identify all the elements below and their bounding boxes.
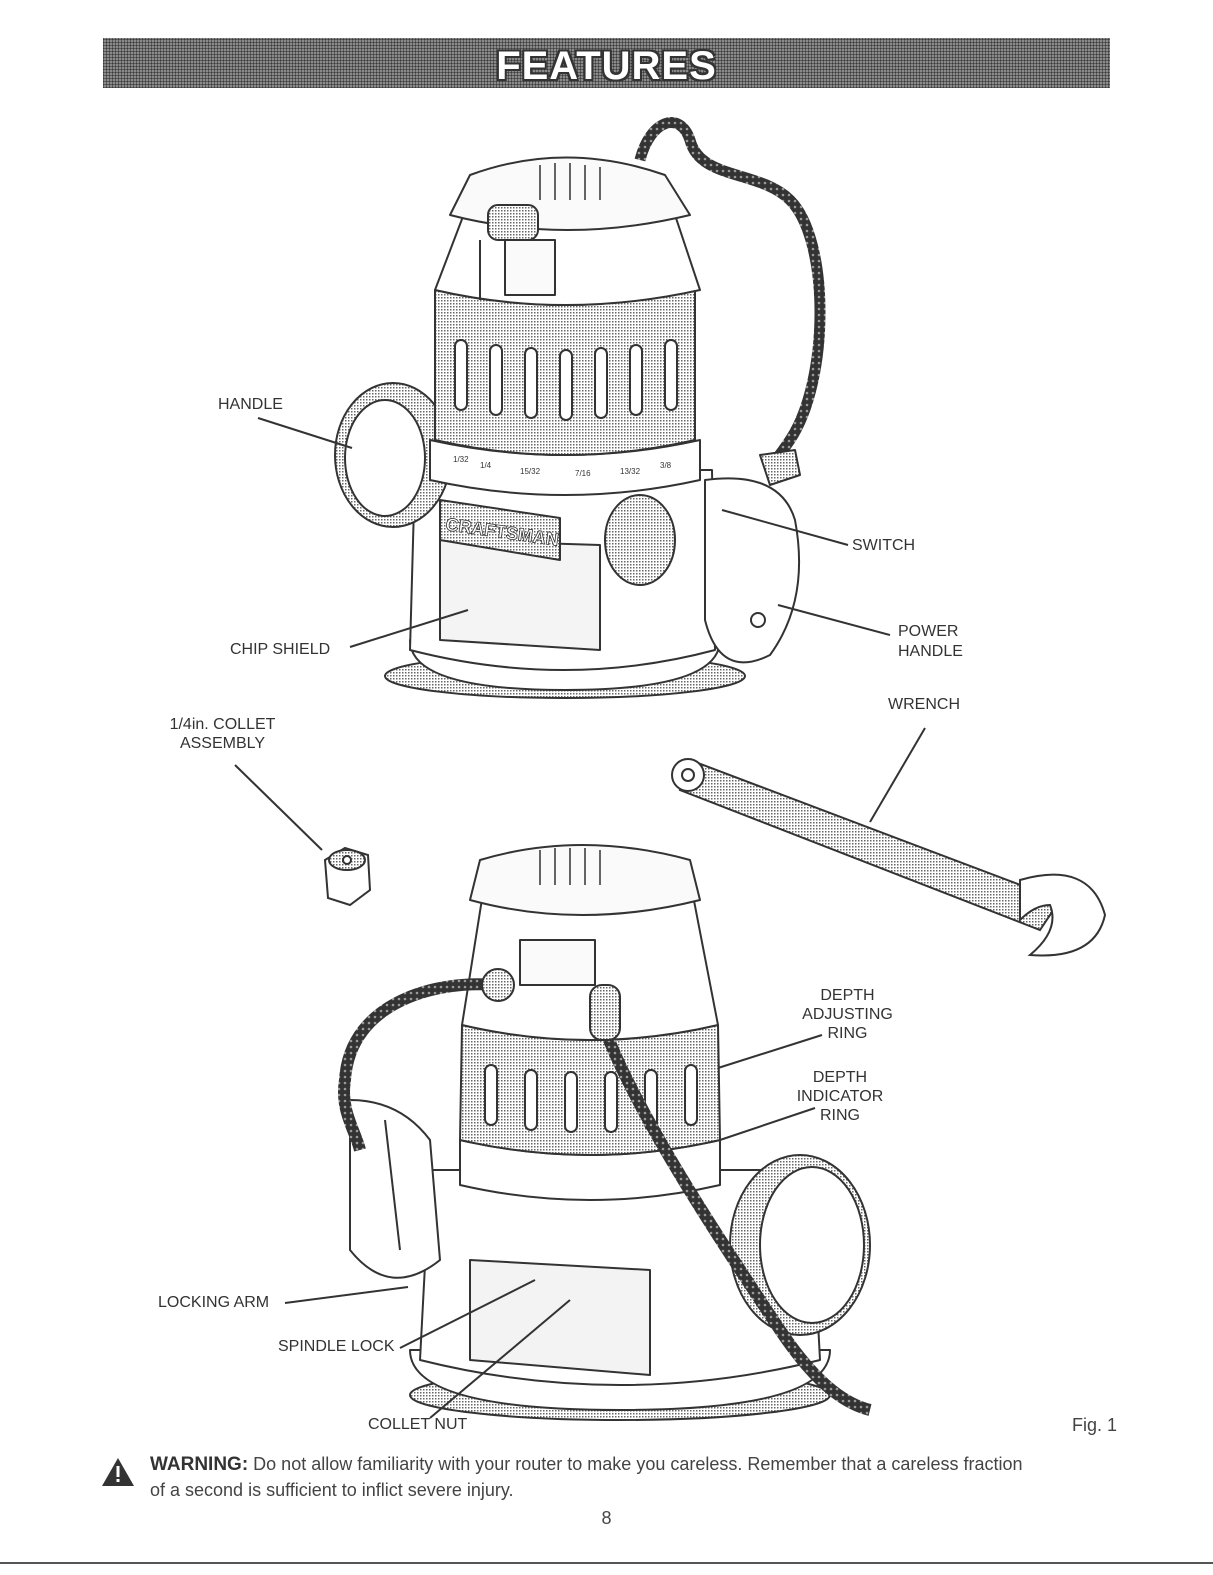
scale-mark: 1/32 — [453, 455, 469, 464]
scale-mark: 13/32 — [620, 467, 641, 476]
label-depth-adjusting-ring: DEPTH ADJUSTING RING — [795, 986, 900, 1043]
label-depth-indicator-line1: DEPTH — [812, 1069, 868, 1086]
warning-line1: WARNING: Do not allow familiarity with y… — [150, 1452, 1120, 1477]
label-collet-assembly-line2: ASSEMBLY — [179, 735, 266, 752]
depth-scale-marks: 1/32 1/4 15/32 7/16 13/32 3/8 — [453, 455, 672, 478]
warning-triangle-icon — [102, 1458, 134, 1486]
scale-mark: 15/32 — [520, 467, 541, 476]
label-depth-indicator-ring: DEPTH INDICATOR RING — [790, 1068, 890, 1125]
label-collet-nut: COLLET NUT — [368, 1416, 468, 1433]
top-router — [334, 117, 826, 699]
warning-heading: WARNING: — [150, 1454, 249, 1475]
label-collet-assembly: 1/4in. COLLET ASSEMBLY — [160, 715, 285, 753]
label-depth-adjusting-line2: ADJUSTING — [802, 1006, 893, 1023]
label-power-handle-line2: HANDLE — [898, 643, 963, 660]
label-depth-indicator-line3: RING — [820, 1107, 860, 1124]
label-depth-adjusting-line3: RING — [827, 1025, 868, 1042]
page-number: 8 — [601, 1508, 612, 1528]
label-switch: SWITCH — [852, 537, 916, 554]
label-depth-indicator-line2: INDICATOR — [796, 1088, 884, 1105]
wrench-part — [671, 758, 1107, 957]
warning-text-line2: of a second is sufficient to inflict sev… — [150, 1480, 514, 1500]
page-title: FEATURES — [496, 44, 717, 88]
warning-text-line1: Do not allow familiarity with your route… — [253, 1454, 1023, 1474]
label-depth-adjusting-line1: DEPTH — [820, 987, 875, 1004]
scale-mark: 1/4 — [480, 461, 492, 470]
label-chip-shield: CHIP SHIELD — [230, 641, 331, 658]
bottom-router — [338, 844, 872, 1421]
figure-number: Fig. 1 — [1072, 1415, 1118, 1435]
label-collet-assembly-line1: 1/4in. COLLET — [169, 716, 276, 733]
bottom-rule — [0, 1562, 1213, 1564]
collet-assembly-part — [323, 846, 372, 907]
leader-lines — [234, 417, 926, 1419]
scale-mark: 3/8 — [660, 461, 672, 470]
label-locking-arm: LOCKING ARM — [158, 1294, 270, 1311]
warning-block: WARNING: Do not allow familiarity with y… — [100, 1452, 1120, 1500]
label-wrench: WRENCH — [888, 696, 960, 713]
scale-mark: 7/16 — [575, 469, 591, 478]
label-spindle-lock: SPINDLE LOCK — [278, 1338, 395, 1355]
label-power-handle: POWER HANDLE — [898, 622, 963, 662]
features-banner: FEATURES — [103, 38, 1110, 88]
label-handle: HANDLE — [218, 396, 283, 413]
label-power-handle-line1: POWER — [898, 623, 959, 640]
